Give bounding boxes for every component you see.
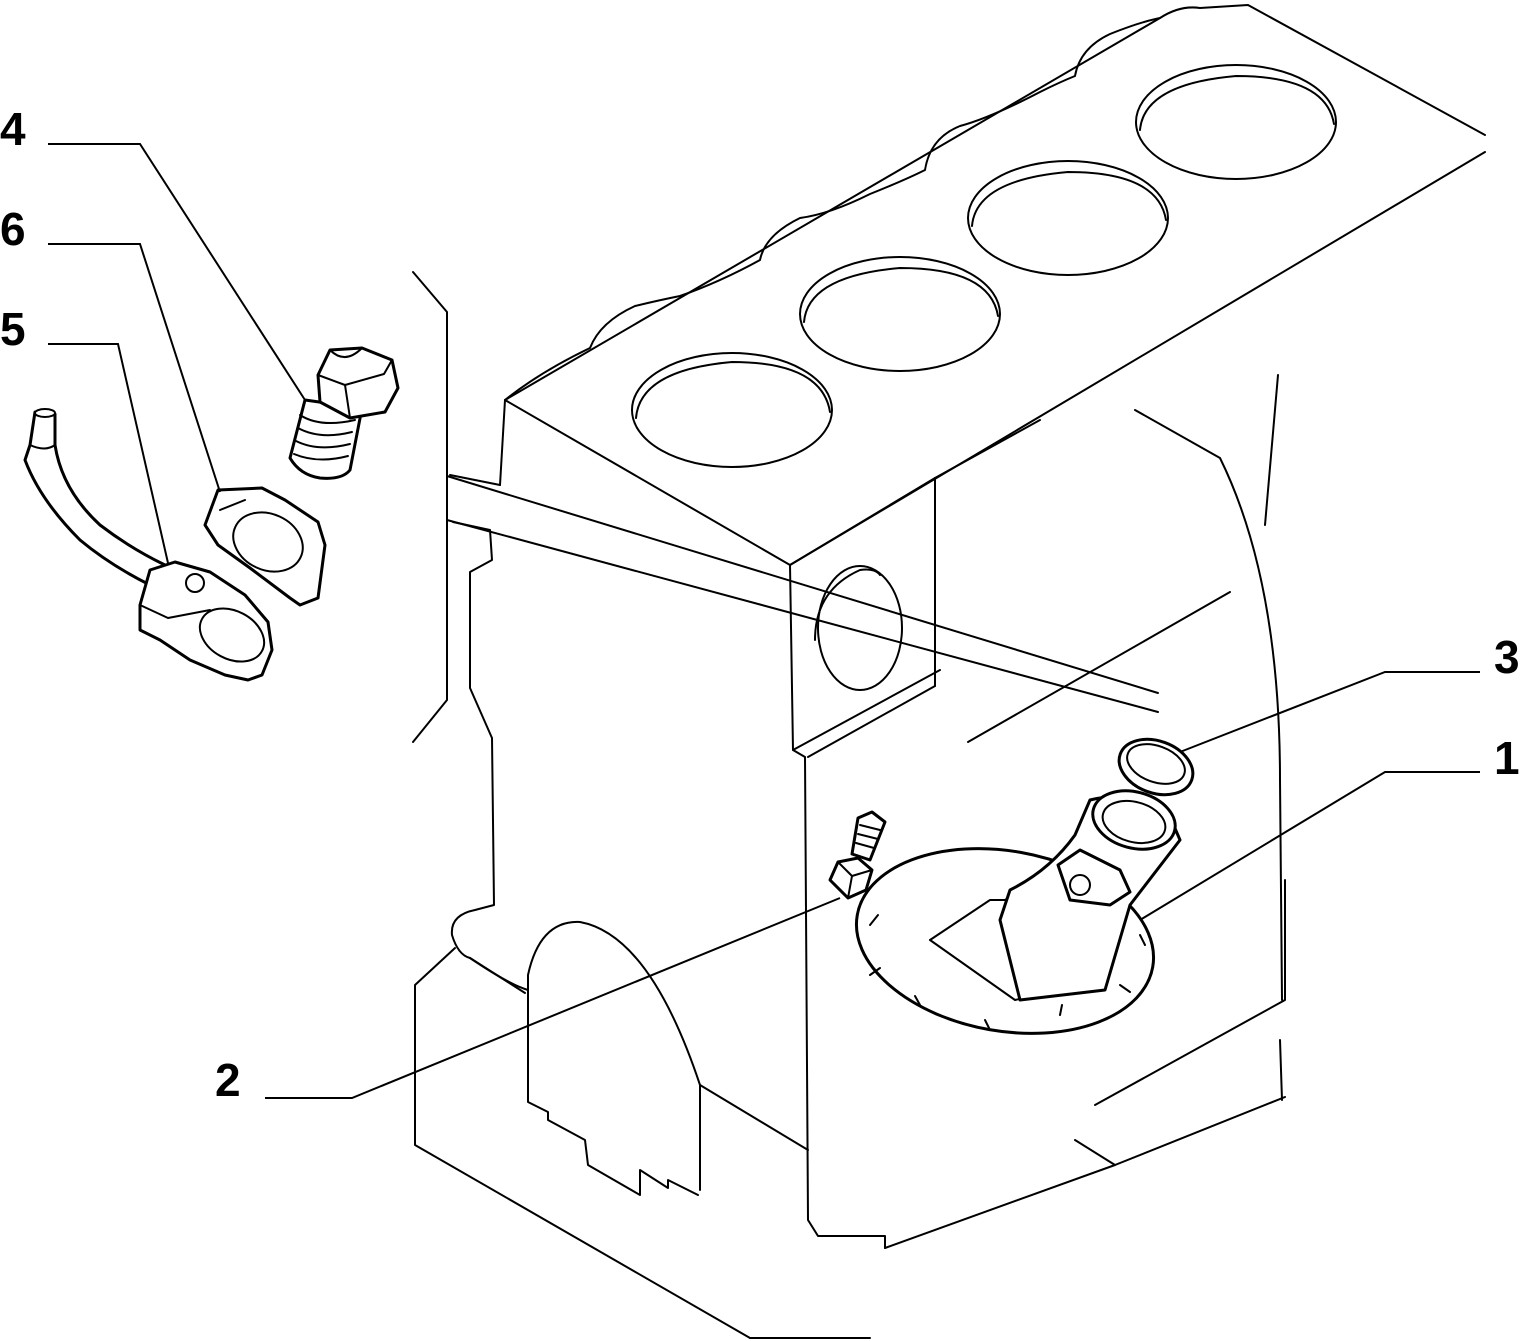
leader-lines xyxy=(48,143,1480,1099)
callout-5: 5 xyxy=(0,303,26,355)
leader-3 xyxy=(1179,671,1480,753)
stud-bolt xyxy=(828,810,887,900)
callout-labels: 4 6 5 3 1 2 xyxy=(0,103,1520,1106)
assembly-guide-lines xyxy=(446,475,1159,713)
callout-1: 1 xyxy=(1494,732,1520,784)
leader-5 xyxy=(48,343,169,564)
cylinder-bores xyxy=(631,64,1337,468)
oil-pickup-strainer xyxy=(854,789,1182,1035)
callout-6: 6 xyxy=(0,203,26,255)
callout-2: 2 xyxy=(215,1054,241,1106)
sealing-ring xyxy=(1117,737,1195,797)
oil-pipe-union xyxy=(23,408,274,682)
gasket xyxy=(203,486,327,607)
leader-1 xyxy=(1139,771,1480,921)
callout-4: 4 xyxy=(0,103,26,155)
engine-block xyxy=(412,4,1486,1339)
banjo-bolt xyxy=(288,346,400,480)
leader-4 xyxy=(48,143,306,401)
leader-6 xyxy=(48,243,221,493)
leader-2 xyxy=(265,897,841,1099)
callout-3: 3 xyxy=(1494,631,1520,683)
